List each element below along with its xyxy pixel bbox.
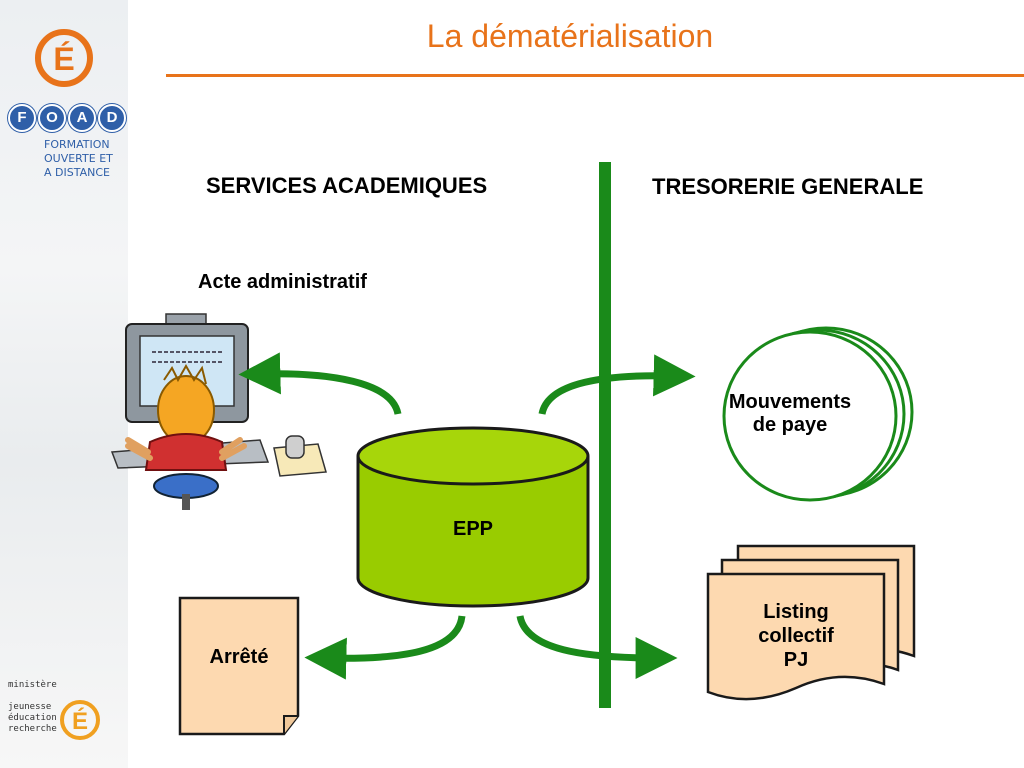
listing-line-1: Listing	[763, 601, 829, 623]
sidebar-graphics: É É	[35, 29, 100, 740]
epp-label: EPP	[452, 518, 494, 540]
page-title: La dématérialisation	[426, 18, 714, 54]
foad-letter-d: D	[98, 104, 126, 132]
ministry-line-2: jeunesse	[8, 702, 52, 712]
foad-logo: F O A D	[8, 104, 126, 132]
arrete-label: Arrêté	[209, 646, 269, 668]
foad-letter-o: O	[38, 104, 66, 132]
e-logo-letter: É	[53, 41, 74, 77]
e-logo-icon	[35, 29, 93, 87]
acte-administratif-label: Acte administratif	[198, 271, 367, 293]
arrow-to-acte	[238, 352, 402, 416]
ministry-line-1: ministère	[8, 680, 57, 690]
ministry-logo-letter: É	[72, 707, 88, 735]
listing-line-2: collectif	[758, 625, 834, 647]
arrete-fold-corner	[283, 715, 298, 734]
mouvements-label: Mouvements de paye	[700, 391, 880, 437]
arrow-to-arrete	[304, 615, 466, 680]
title-divider	[166, 74, 1024, 77]
tresorerie-generale-heading: TRESORERIE GENERALE	[652, 174, 924, 199]
listing-label: Listing collectif PJ	[716, 600, 876, 672]
listing-line-3: PJ	[783, 649, 809, 671]
computer-user-icon	[110, 313, 327, 510]
services-academiques-heading: SERVICES ACADEMIQUES	[206, 173, 488, 198]
ministry-logo-icon	[60, 700, 100, 740]
sidebar: É É F O A D FORMATION OUVERTE ET A DISTA…	[0, 0, 128, 768]
foad-letter-f: F	[8, 104, 36, 132]
mouvements-line-2: de paye	[752, 414, 828, 436]
foad-line-3: A DISTANCE	[44, 166, 110, 179]
arrow-to-mouvements	[538, 354, 696, 416]
mouvements-line-1: Mouvements	[728, 391, 852, 413]
arrow-to-listing	[516, 615, 678, 679]
mouvements-circles-icon	[722, 326, 914, 502]
foad-letter-a: A	[68, 104, 96, 132]
ministry-line-4: recherche	[8, 724, 57, 734]
foad-line-1: FORMATION	[44, 138, 110, 151]
ministry-line-3: éducation	[8, 713, 57, 723]
foad-line-2: OUVERTE ET	[44, 152, 113, 165]
vertical-divider	[599, 162, 611, 708]
epp-database-icon	[356, 426, 590, 608]
listing-documents-icon	[706, 544, 916, 701]
